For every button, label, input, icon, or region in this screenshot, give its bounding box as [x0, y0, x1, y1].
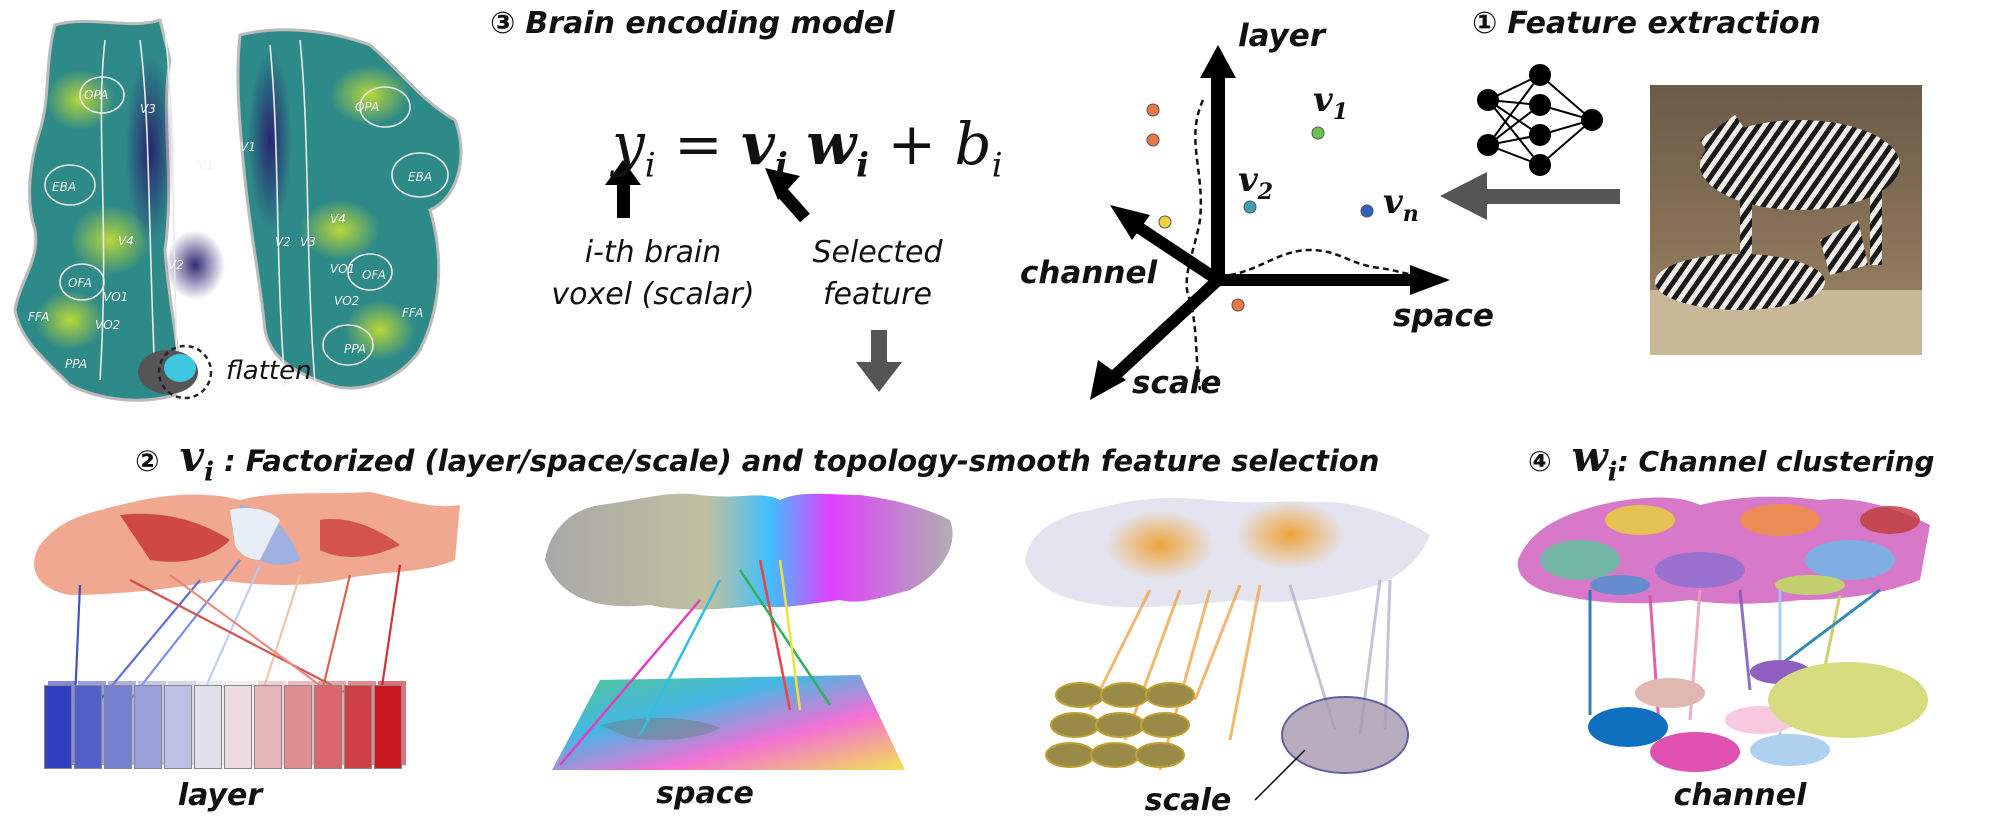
encoding-equation: yi = vi wi + bi	[612, 110, 1003, 186]
roi-label-left: OFA	[68, 276, 92, 290]
encoding-title: Brain encoding model	[525, 6, 895, 41]
voxel-note: i-th brain voxel (scalar)	[551, 235, 755, 312]
axis-label-scale: scale	[1132, 365, 1222, 401]
roi-label-right: V1	[240, 140, 256, 154]
image-to-features-arrow	[1440, 172, 1620, 220]
brain-flatmap	[13, 18, 463, 402]
bottom-label-space: space	[656, 776, 754, 811]
roi-label-left: V4	[118, 234, 134, 248]
roi-label-right: PPA	[344, 342, 367, 356]
layer-bar	[374, 685, 402, 769]
selection-title: : Factorized (layer/space/scale) and top…	[224, 444, 1380, 478]
neural-network-icon	[1477, 64, 1603, 176]
space-panel	[545, 493, 953, 770]
clustering-title: : Channel clustering	[1617, 445, 1935, 478]
encoding-heading: ③ Brain encoding model	[490, 6, 895, 41]
point-vn-label: vn	[1383, 182, 1419, 227]
roi-label-right: OPA	[355, 100, 380, 114]
layer-bar	[44, 685, 72, 769]
layer-bar	[164, 685, 192, 769]
scale-panel	[1025, 498, 1430, 801]
point-v1-label: v1	[1313, 80, 1349, 125]
zebra-photo	[1650, 85, 1922, 355]
feature-axes	[1090, 45, 1450, 400]
step-4-badge: ④	[1528, 445, 1552, 478]
roi-label-right: OFA	[362, 268, 386, 282]
step-2-badge: ②	[135, 444, 160, 478]
layer-bar	[104, 685, 132, 769]
layer-bar	[224, 685, 252, 769]
selection-heading: ② vi : Factorized (layer/space/scale) an…	[135, 432, 1379, 487]
roi-label-left: FFA	[28, 310, 50, 324]
layer-panel	[34, 492, 461, 701]
bottom-label-layer: layer	[177, 778, 263, 813]
step-3-badge: ③	[490, 6, 516, 41]
axis-label-channel: channel	[1020, 255, 1158, 291]
layer-bar	[344, 685, 372, 769]
bottom-label-channel: channel	[1673, 778, 1807, 813]
layer-bars	[40, 680, 420, 775]
roi-label-left: V3	[140, 102, 156, 116]
roi-label-left: V2	[168, 258, 184, 272]
bottom-label-scale: scale	[1144, 783, 1232, 818]
layer-bar	[314, 685, 342, 769]
roi-label-right: VO2	[334, 294, 360, 308]
roi-label-right: V3	[300, 235, 316, 249]
layer-bar	[284, 685, 312, 769]
roi-label-left: VO1	[103, 290, 129, 304]
roi-label-left: VO2	[95, 318, 121, 332]
roi-label-right: V2	[275, 235, 291, 249]
axis-label-layer: layer	[1238, 18, 1326, 54]
layer-bar	[74, 685, 102, 769]
layer-bar	[194, 685, 222, 769]
roi-label-right: VO1	[330, 262, 356, 276]
equation-arrows	[605, 160, 902, 392]
channel-panel	[1517, 496, 1930, 772]
clustering-math-w: wi	[1571, 432, 1618, 488]
roi-label-left: PPA	[65, 357, 88, 371]
layer-bar	[254, 685, 282, 769]
extraction-title: Feature extraction	[1507, 6, 1821, 41]
feature-note: Selected feature	[812, 235, 943, 312]
roi-label-left: OPA	[84, 88, 109, 102]
step-1-badge: ①	[1472, 6, 1498, 41]
roi-label-left: V1	[198, 158, 214, 172]
roi-label-right: EBA	[408, 170, 433, 184]
roi-label-right: FFA	[402, 306, 424, 320]
layer-bar	[134, 685, 162, 769]
brain-icon	[138, 344, 213, 400]
clustering-heading: ④ wi: Channel clustering	[1528, 432, 1935, 487]
roi-label-left: EBA	[52, 180, 77, 194]
point-v2-label: v2	[1238, 160, 1274, 205]
roi-label-right: V4	[330, 212, 346, 226]
extraction-heading: ① Feature extraction	[1472, 6, 1821, 41]
flatten-label: flatten	[226, 356, 312, 386]
selection-math-v: vi	[179, 432, 214, 488]
axis-label-space: space	[1393, 298, 1494, 334]
